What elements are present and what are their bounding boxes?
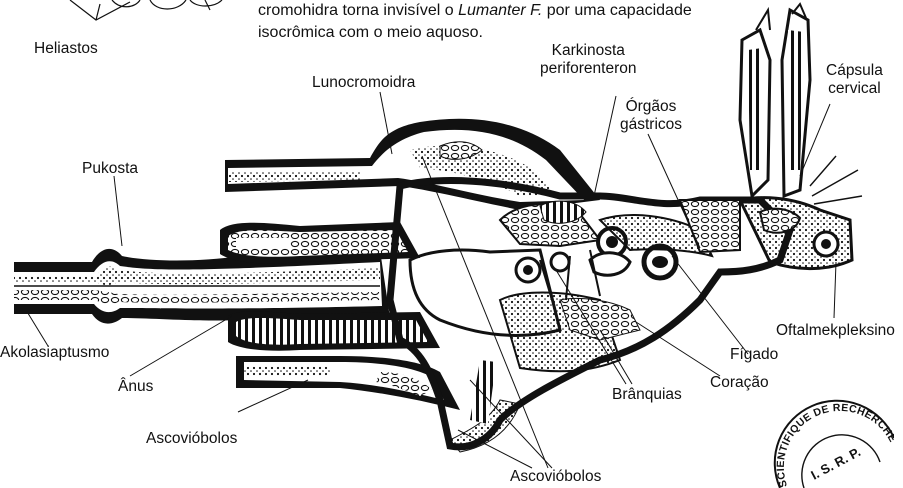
- label-karkinosta-line2: periforenteron: [540, 60, 637, 78]
- label-ascoviobolos-bottom: Ascovióbolos: [510, 468, 601, 486]
- label-figado: Fígado: [730, 346, 778, 364]
- label-ascoviobolos-left: Ascovióbolos: [146, 430, 237, 448]
- caption-line1-end: por uma capacidade: [547, 2, 692, 19]
- label-coracao: Coração: [710, 374, 769, 392]
- upper-arm: [225, 119, 600, 210]
- label-orgaos-line1: Órgãos: [620, 98, 682, 116]
- label-karkinosta: Karkinosta periforenteron: [540, 42, 637, 78]
- label-orgaos-gastricos: Órgãos gástricos: [620, 98, 682, 134]
- heliastos-sketch: [70, 0, 222, 20]
- caption-line2: isocrômica com o meio aquoso.: [258, 24, 483, 41]
- caption-species-name: Lumanter F.: [458, 2, 542, 19]
- label-branquias: Brânquias: [612, 386, 682, 404]
- label-oftalmekpleksino: Oftalmekpleksino: [776, 322, 895, 340]
- caption-line1-start: cromohidra torna invisível o: [258, 2, 454, 19]
- label-lunocromoidra: Lunocromoidra: [312, 74, 415, 92]
- label-orgaos-line2: gástricos: [620, 116, 682, 134]
- label-capsula-line1: Cápsula: [826, 62, 883, 80]
- caption: cromohidra torna invisível o Lumanter F.…: [258, 0, 728, 44]
- label-karkinosta-line1: Karkinosta: [540, 42, 637, 60]
- label-akolasiaptusmo: Akolasiaptusmo: [0, 344, 109, 362]
- label-capsula-line2: cervical: [826, 80, 883, 98]
- label-heliastos: Heliastos: [34, 40, 98, 58]
- mid-upper-tube: [220, 222, 420, 264]
- label-anus: Ânus: [118, 378, 153, 396]
- stamp-center-text: I. S. R. P.: [808, 444, 863, 483]
- label-capsula-cervical: Cápsula cervical: [826, 62, 883, 98]
- label-pukosta: Pukosta: [82, 160, 138, 178]
- isrp-stamp: SCIENTIFIQUE DE RECHERCHE PARANATURALIST…: [770, 376, 894, 488]
- cervical-capsule: [740, 4, 862, 269]
